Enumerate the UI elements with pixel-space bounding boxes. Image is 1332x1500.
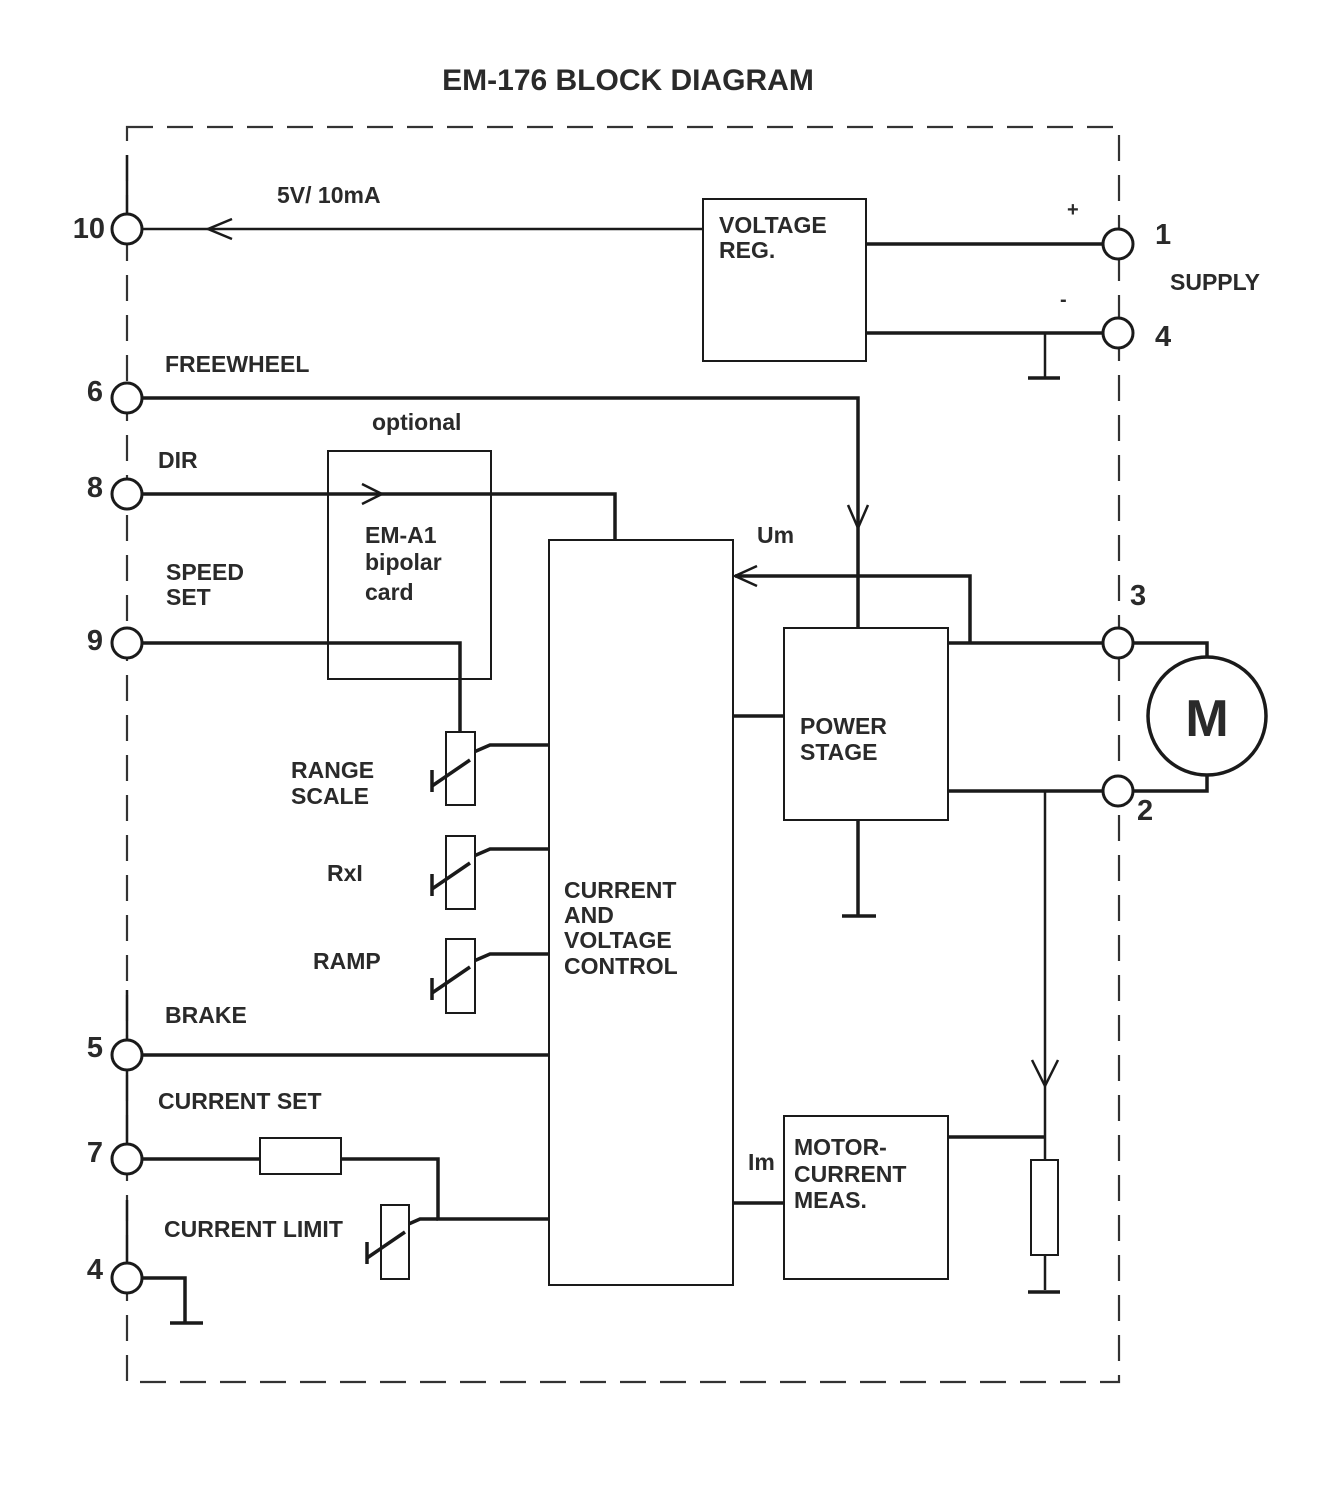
- ramp-potentiometer: [430, 938, 476, 1014]
- terminal-5: [110, 1038, 144, 1072]
- terminals: [110, 212, 1135, 1295]
- power-stage-label-2: STAGE: [800, 739, 878, 765]
- terminal-3-number: 3: [1130, 580, 1146, 612]
- terminal-4-right-number: 4: [1155, 321, 1171, 353]
- voltage-reg-label-2: REG.: [719, 237, 775, 263]
- current-limit-label: CURRENT LIMIT: [164, 1216, 343, 1242]
- terminal-9: [110, 626, 144, 660]
- terminal-1: [1101, 227, 1135, 261]
- current-set-label: CURRENT SET: [158, 1088, 322, 1114]
- rxi-potentiometer: [430, 835, 476, 910]
- current-set-resistor: [259, 1137, 342, 1175]
- motor-meas-label-3: MEAS.: [794, 1187, 867, 1213]
- terminal-6: [110, 381, 144, 415]
- supply-label: SUPPLY: [1170, 269, 1260, 295]
- terminal-8-number: 8: [87, 472, 103, 504]
- power-stage-block: [783, 627, 949, 821]
- terminal-8: [110, 477, 144, 511]
- arrow-left-icon: [204, 217, 233, 241]
- arrow-down-icon: [1030, 1059, 1060, 1089]
- optional-label: optional: [372, 409, 461, 435]
- terminal-4-left: [110, 1261, 144, 1295]
- voltage-regulator-block: [702, 198, 867, 362]
- em-a1-label-3: card: [365, 579, 414, 605]
- ramp-label: RAMP: [313, 948, 381, 974]
- arrows: [204, 217, 1060, 1089]
- em-a1-optional-card: [327, 450, 492, 680]
- um-label: Um: [757, 522, 794, 548]
- terminal-6-number: 6: [87, 376, 103, 408]
- motor-meas-label-2: CURRENT: [794, 1161, 906, 1187]
- terminal-10-number: 10: [73, 213, 105, 245]
- speed-set-label-2: SET: [166, 584, 211, 610]
- terminal-3: [1101, 626, 1135, 660]
- motor-current-measurement-block: [783, 1115, 949, 1280]
- terminal-4-left-number: 4: [87, 1254, 103, 1286]
- module-enclosure: [125, 125, 1121, 1384]
- freewheel-label: FREEWHEEL: [165, 351, 309, 377]
- terminal-9-number: 9: [87, 625, 103, 657]
- terminal-2-number: 2: [1137, 795, 1153, 827]
- em-a1-label-2: bipolar: [365, 549, 442, 575]
- terminal-4-right: [1101, 316, 1135, 350]
- cv-control-label-1: CURRENT: [564, 877, 676, 903]
- range-scale-potentiometer: [430, 731, 476, 806]
- range-scale-label-1: RANGE: [291, 757, 374, 783]
- em-a1-label-1: EM-A1: [365, 522, 437, 548]
- brake-label: BRAKE: [165, 1002, 247, 1028]
- cv-control-label-3: VOLTAGE: [564, 927, 672, 953]
- terminal-5-number: 5: [87, 1032, 103, 1064]
- terminal-7: [110, 1142, 144, 1176]
- dir-label: DIR: [158, 447, 198, 473]
- current-limit-potentiometer: [365, 1204, 410, 1280]
- supply-minus-label: -: [1060, 289, 1067, 311]
- arrow-down-icon: [846, 504, 870, 532]
- supply-plus-label: +: [1067, 199, 1079, 221]
- motor-icon: [1146, 655, 1268, 777]
- motor-label: M: [1185, 690, 1228, 748]
- cv-control-label-2: AND: [564, 902, 614, 928]
- speed-set-label-1: SPEED: [166, 559, 244, 585]
- cv-control-label-4: CONTROL: [564, 953, 678, 979]
- diagram-title: EM-176 BLOCK DIAGRAM: [442, 64, 814, 97]
- terminal-1-number: 1: [1155, 219, 1171, 251]
- motor-meas-label-1: MOTOR-: [794, 1134, 887, 1160]
- voltage-output-label: 5V/ 10mA: [277, 182, 381, 208]
- arrow-left-icon: [731, 564, 758, 588]
- terminal-10: [110, 212, 144, 246]
- current-voltage-control-block: [548, 539, 734, 1286]
- shunt-resistor: [1030, 1159, 1059, 1256]
- power-stage-label-1: POWER: [800, 713, 887, 739]
- voltage-reg-label-1: VOLTAGE: [719, 212, 827, 238]
- terminal-2: [1101, 774, 1135, 808]
- rxi-label: RxI: [327, 860, 363, 886]
- terminal-7-number: 7: [87, 1137, 103, 1169]
- range-scale-label-2: SCALE: [291, 783, 369, 809]
- im-label: Im: [748, 1149, 775, 1175]
- arrow-right-icon: [361, 482, 385, 506]
